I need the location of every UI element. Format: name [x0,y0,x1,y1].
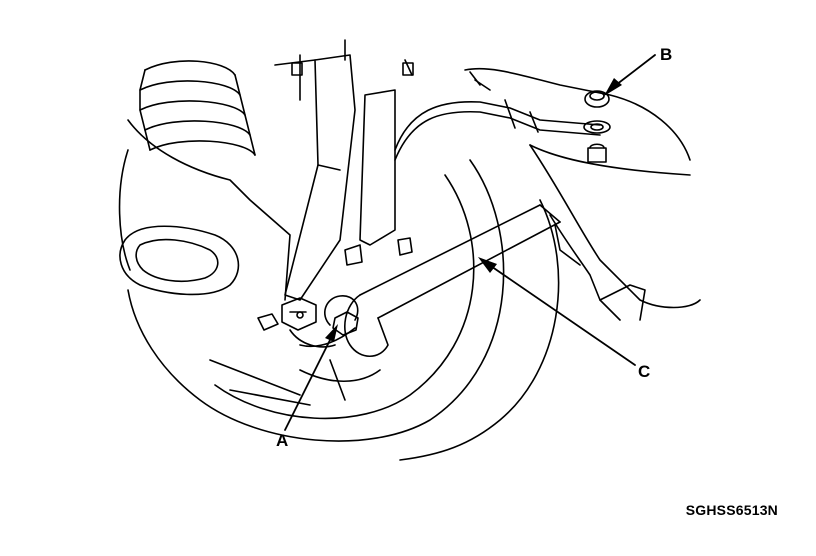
callout-b: B [660,45,672,64]
arrow-a-icon [325,324,338,342]
flange-bolt [257,237,413,336]
callout-c: C [638,362,650,381]
callout-leaders [284,54,656,431]
nut-washer-assembly [583,90,611,163]
arrow-c-icon [478,257,497,273]
coil-spring [139,60,256,156]
trailing-arm [118,119,291,301]
callout-a: A [276,431,288,450]
figure-code: SGHSS6513N [685,502,778,518]
leader-b [611,54,656,89]
brake-line [394,99,601,161]
leader-a [284,329,336,431]
shock-absorber [274,39,414,301]
leader-c [484,261,636,366]
arrow-b-icon [604,78,622,96]
